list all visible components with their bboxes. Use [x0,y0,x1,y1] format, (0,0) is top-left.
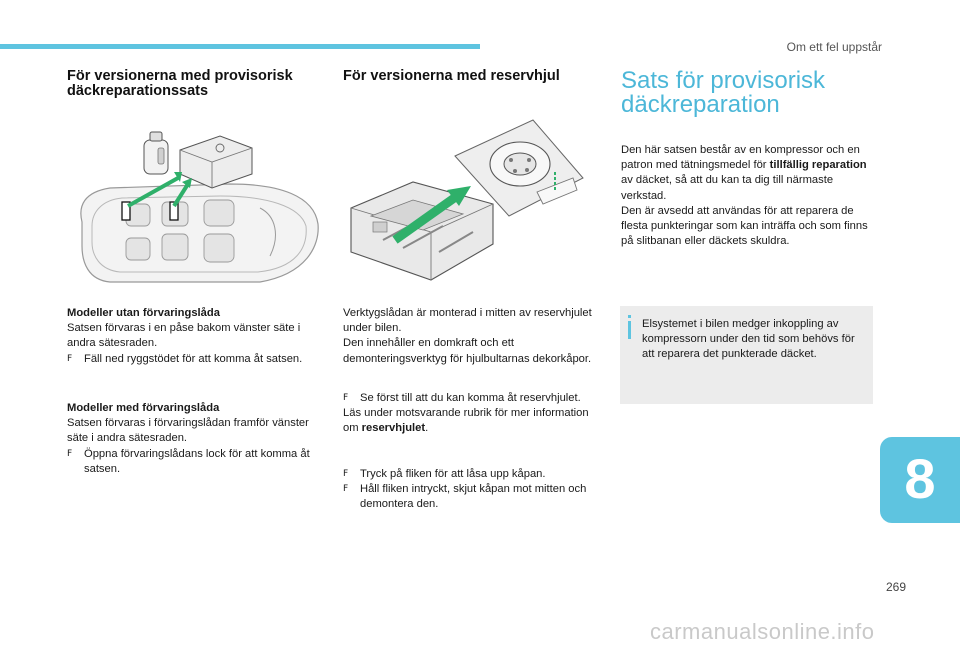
heading-line-1: Sats för provisorisk [621,67,826,94]
chapter-tab: 8 [880,437,960,523]
bullet-marker: F [67,353,73,364]
link-spare-wheel: reservhjulet [361,422,426,435]
info-icon [628,315,631,339]
heading-line-2: däckreparationssats [67,83,209,99]
subheading-no-storage-box: Modeller utan förvaringslåda [67,307,220,319]
bullet-press-tab: F Tryck på fliken för att låsa upp kåpan… [343,467,593,482]
section-no-storage-box: Modeller utan förvaringslåda Satsen förv… [67,306,329,367]
section-cover-steps: F Tryck på fliken för att låsa upp kåpan… [343,467,593,513]
bullet-marker: F [67,448,73,459]
paragraph-see-spare-wheel: Läs under motsvarande rubrik för mer inf… [343,407,589,435]
car-interior-kit-illustration [80,131,319,283]
paragraph-no-storage-box: Satsen förvaras i en påse bakom vänster … [67,322,301,350]
section-spare-wheel-text: Verktygslådan är monterad i mitten av re… [343,306,593,367]
bullet-text: Tryck på fliken för att låsa upp kåpan. [360,468,546,480]
heading-line-2: däckreparation [621,91,780,118]
bullet-text: Håll fliken intryckt, skjut kåpan mot mi… [360,483,587,511]
header-accent-bar [0,44,480,49]
watermark: carmanualsonline.info [650,619,875,644]
section-kit-description: Den här satsen består av en kompressor o… [621,143,875,249]
paragraph-toolbox-location: Verktygslådan är monterad i mitten av re… [343,307,592,335]
info-text: Elsystemet i bilen medger inkoppling av … [642,318,855,361]
paragraph-with-storage-box: Satsen förvaras i förvaringslådan framfö… [67,417,309,445]
spare-wheel-toolbox-illustration [350,119,584,281]
heading-line-1: För versionerna med provisorisk [67,68,293,84]
paragraph-toolbox-contents: Den innehåller en domkraft och ett demon… [343,337,592,365]
subheading-with-storage-box: Modeller med förvaringslåda [67,402,220,414]
bullet-text: Se först till att du kan komma åt reserv… [360,392,581,404]
page-number: 269 [886,580,907,594]
section-label: Om ett fel uppstår [786,40,882,54]
bullet-text: Öppna förvaringslådans lock för att komm… [84,447,310,475]
info-box: Elsystemet i bilen medger inkoppling av … [620,306,873,404]
section-with-storage-box: Modeller med förvaringslåda Satsen förva… [67,401,329,477]
bullet-open-lid: F Öppna förvaringslådans lock för att ko… [67,447,329,477]
bullet-marker: F [343,469,349,479]
heading-spare-wheel-versions: För versionerna med reservhjul [343,68,560,84]
bullet-fold-backrest: F Fäll ned ryggstödet för att komma åt s… [67,352,329,367]
bullet-remove-cover: F Håll fliken intryckt, skjut kåpan mot … [343,482,593,512]
chapter-number: 8 [904,447,936,510]
paragraph-kit-usage: Den är avsedd att användas för att repar… [621,204,868,248]
bullet-marker: F [343,484,349,495]
paragraph-kit-contents: Den här satsen består av en kompressor o… [621,144,867,202]
bullet-text: Fäll ned ryggstödet för att komma åt sat… [84,352,303,365]
heading-temporary-repair-kit: Sats för provisorisk däckreparation [621,69,881,117]
bullet-marker: F [343,393,349,403]
bullet-access-spare-wheel: F Se först till att du kan komma åt rese… [343,391,593,406]
heading-repair-kit-versions: För versionerna med provisorisk däckrepa… [67,69,327,99]
section-spare-wheel-steps: F Se först till att du kan komma åt rese… [343,391,593,437]
